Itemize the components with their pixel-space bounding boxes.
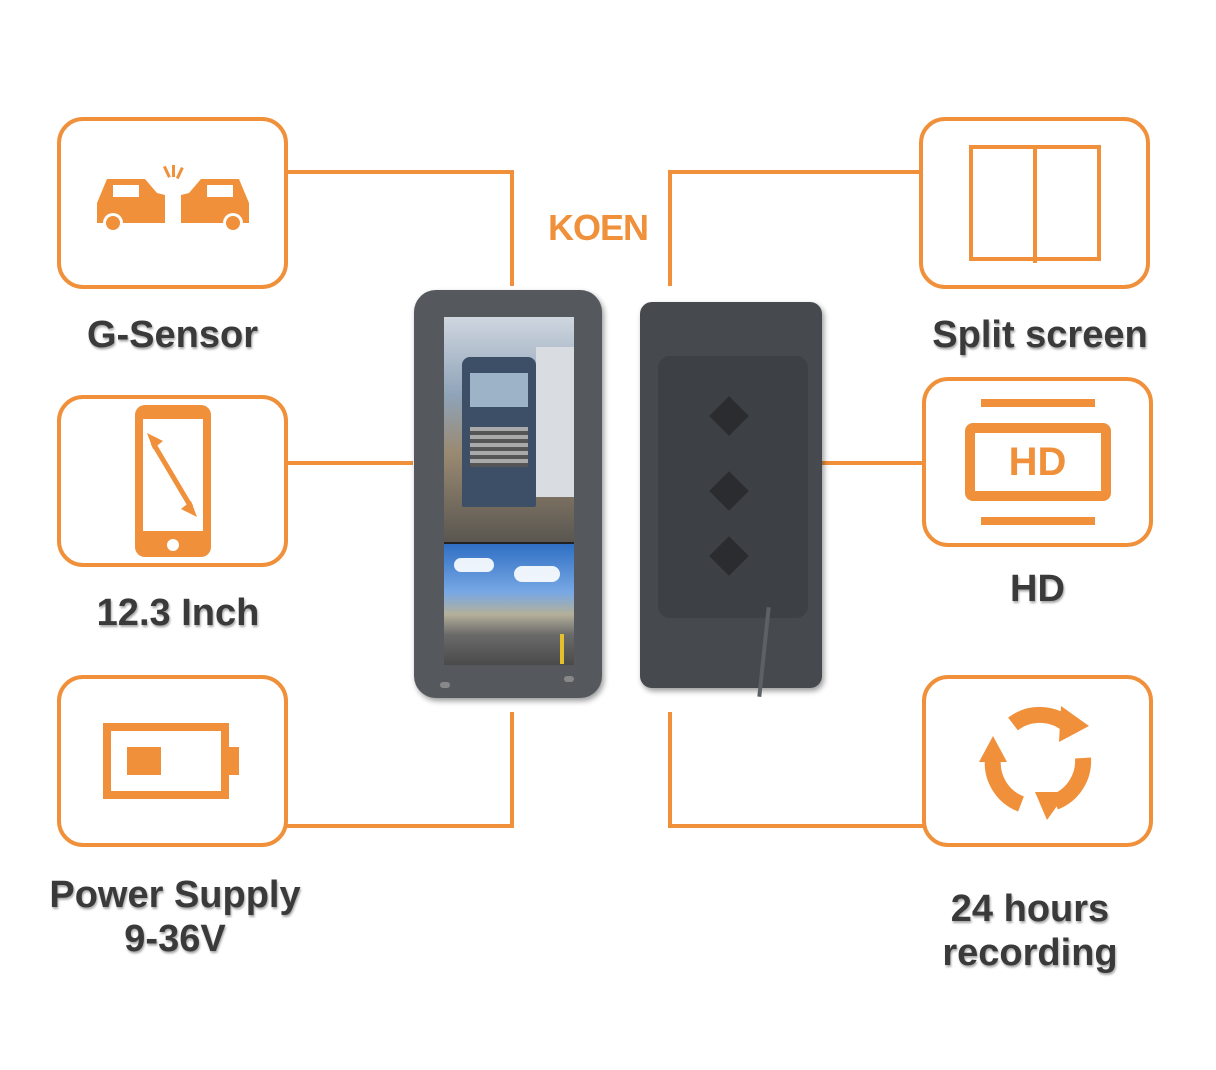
power-label-line1: Power Supply	[49, 874, 301, 916]
recording-label-line2: recording	[942, 931, 1118, 974]
battery-icon	[102, 723, 239, 799]
mirror-back-device	[640, 302, 822, 697]
recording-label: 24 hours recording	[915, 888, 1145, 975]
screen-size-label: 12.3 Inch	[96, 592, 260, 634]
led-right	[564, 676, 574, 682]
truck-camera-view	[444, 317, 574, 542]
car-collision-icon	[96, 165, 249, 233]
road-camera-view	[444, 544, 574, 665]
split-screen-label: Split screen	[932, 314, 1148, 356]
hd-box: HD	[922, 377, 1153, 547]
g-sensor-box	[57, 117, 288, 289]
cable	[757, 607, 771, 697]
led-left	[440, 682, 450, 688]
brand-logo: KOEN	[548, 207, 649, 248]
power-label: Power Supply 9-36V	[30, 874, 320, 961]
power-box	[57, 675, 288, 847]
screen-size-box	[57, 395, 288, 567]
recycle-arrows-icon	[978, 706, 1091, 820]
split-screen-box	[919, 117, 1150, 289]
g-sensor-label: G-Sensor	[86, 314, 259, 356]
hd-label: HD	[1010, 568, 1065, 610]
hd-icon: HD	[964, 399, 1111, 525]
recording-box	[922, 675, 1153, 847]
power-label-line2: 9-36V	[124, 917, 226, 960]
mirror-front-device	[414, 290, 602, 698]
split-screen-icon	[968, 145, 1101, 263]
hd-badge-text: HD	[1008, 440, 1067, 484]
mirror-screen	[444, 317, 574, 665]
recording-label-line1: 24 hours	[950, 888, 1110, 930]
phone-diagonal-icon	[134, 405, 211, 557]
